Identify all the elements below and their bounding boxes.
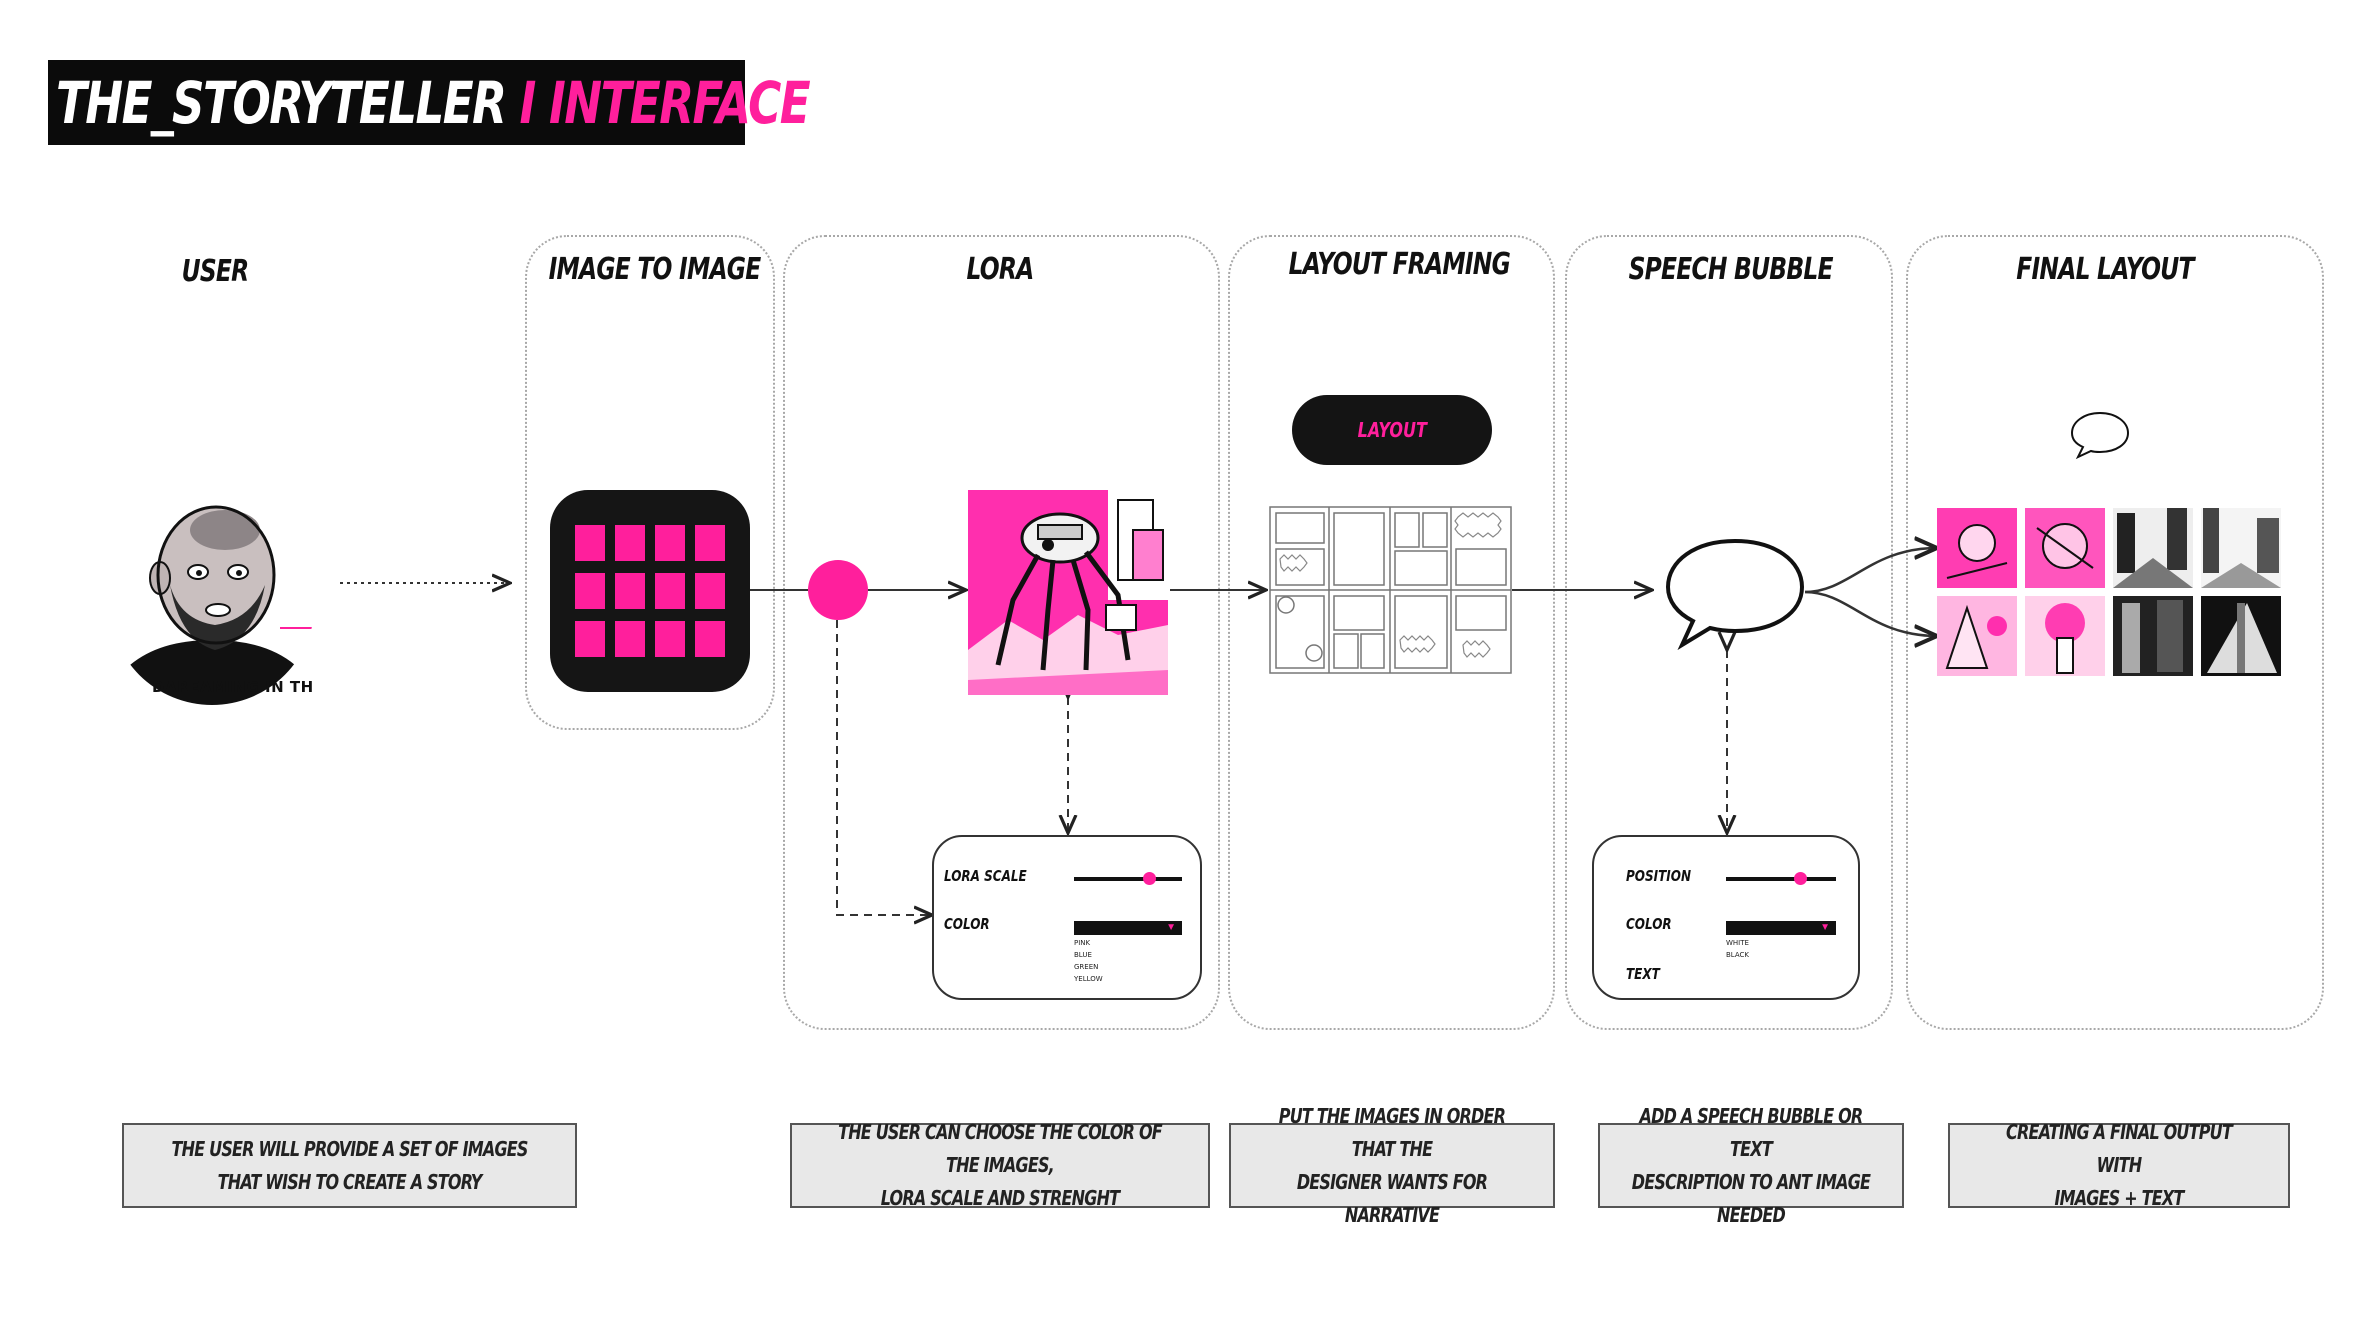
- speech-controls-panel: POSITION COLOR ▼ WHITE BLACK TEXT: [1592, 835, 1860, 1000]
- speech-color-option[interactable]: WHITE: [1726, 939, 1749, 947]
- thumb-7: [2113, 596, 2193, 676]
- lora-color-dropdown[interactable]: ▼: [1074, 921, 1182, 935]
- user-avatar: DAREAMING IN TH: [100, 490, 330, 705]
- thumb-2: [2025, 508, 2105, 588]
- thumb-5: [1937, 596, 2017, 676]
- text-label: TEXT: [1626, 965, 1660, 983]
- caption-user: THE USER WILL PROVIDE A SET OF IMAGES TH…: [122, 1123, 577, 1208]
- chevron-down-icon: ▼: [1166, 922, 1176, 933]
- chevron-down-icon: ▼: [1820, 922, 1830, 933]
- lora-controls-panel: LORA SCALE COLOR ▼ PINK BLUE GREEN YELLO…: [932, 835, 1202, 1000]
- user-portrait-illustration: [109, 499, 315, 705]
- caption-final-text: CREATING A FINAL OUTPUT WITH IMAGES + TE…: [2006, 1120, 2233, 1210]
- speech-color-dropdown[interactable]: ▼: [1726, 921, 1836, 935]
- panel-image-to-image: [525, 235, 775, 730]
- thumb-3: [2113, 508, 2193, 588]
- final-thumbnail-grid: [1937, 508, 2287, 678]
- speech-color-options: WHITE BLACK: [1726, 937, 1749, 961]
- lora-scale-slider-thumb[interactable]: [1143, 872, 1157, 885]
- caption-layout-text: PUT THE IMAGES IN ORDER THAT THE DESIGNE…: [1278, 1103, 1506, 1227]
- lora-color-option[interactable]: YELLOW: [1074, 975, 1103, 983]
- speech-bubble-icon[interactable]: [1660, 535, 1810, 650]
- thumb-4: [2201, 508, 2281, 588]
- lora-node-dot[interactable]: [808, 560, 868, 620]
- thumb-6: [2025, 596, 2105, 676]
- position-label: POSITION: [1626, 867, 1691, 885]
- panel-lora: [783, 235, 1220, 1030]
- final-speech-bubble-icon: [2070, 411, 2130, 460]
- arrow-bubble-to-final-bottom: [1804, 590, 1937, 636]
- lora-output-image: [968, 490, 1168, 695]
- position-slider[interactable]: [1726, 872, 1836, 885]
- heading-user: USER: [181, 254, 250, 289]
- arrow-bubble-to-final-top: [1804, 548, 1937, 594]
- lora-scale-slider[interactable]: [1074, 872, 1182, 885]
- arrow-node-to-controls: [836, 620, 932, 915]
- panel-layout-framing: [1228, 235, 1555, 1030]
- layout-button-label: LAYOUT: [1357, 418, 1427, 442]
- heading-final-layout: FINAL LAYOUT: [2016, 252, 2194, 287]
- caption-lora-text: THE USER CAN CHOOSE THE COLOR OF THE IMA…: [838, 1120, 1163, 1210]
- title-part-2: I INTERFACE: [519, 68, 811, 137]
- lora-color-options: PINK BLUE GREEN YELLOW: [1074, 937, 1103, 985]
- caption-layout: PUT THE IMAGES IN ORDER THAT THE DESIGNE…: [1229, 1104, 1555, 1227]
- heading-speech-bubble: SPEECH BUBBLE: [1628, 252, 1834, 287]
- portrait-caption: DAREAMING IN TH: [152, 678, 314, 696]
- heading-image-to-image: IMAGE TO IMAGE: [548, 252, 762, 287]
- layout-frame-grid: [1269, 506, 1512, 674]
- caption-lora: THE USER CAN CHOOSE THE COLOR OF THE IMA…: [790, 1120, 1210, 1210]
- title-bar: THE_STORYTELLER I INTERFACE: [48, 60, 811, 145]
- caption-speech-text: ADD A SPEECH BUBBLE OR TEXT DESCRIPTION …: [1631, 1103, 1871, 1227]
- heading-lora: LORA: [966, 252, 1035, 287]
- title-part-1: THE_STORYTELLER: [56, 68, 507, 137]
- image-grid-icon[interactable]: [550, 490, 750, 692]
- lora-scale-label: LORA SCALE: [944, 867, 1027, 885]
- thumb-1: [1937, 508, 2017, 588]
- heading-layout-framing: LAYOUT FRAMING: [1288, 247, 1511, 282]
- page-title: THE_STORYTELLER I INTERFACE: [56, 68, 811, 137]
- lora-color-option[interactable]: GREEN: [1074, 963, 1099, 971]
- thumb-8: [2201, 596, 2281, 676]
- lora-color-label: COLOR: [944, 915, 990, 933]
- speech-color-option[interactable]: BLACK: [1726, 951, 1750, 959]
- position-slider-thumb[interactable]: [1794, 872, 1808, 885]
- caption-final: CREATING A FINAL OUTPUT WITH IMAGES + TE…: [1948, 1120, 2290, 1210]
- lora-color-option[interactable]: PINK: [1074, 939, 1091, 947]
- lora-color-option[interactable]: BLUE: [1074, 951, 1092, 959]
- panel-speech-bubble: [1565, 235, 1893, 1030]
- layout-button[interactable]: LAYOUT: [1292, 395, 1492, 465]
- caption-speech: ADD A SPEECH BUBBLE OR TEXT DESCRIPTION …: [1598, 1104, 1904, 1227]
- caption-user-text: THE USER WILL PROVIDE A SET OF IMAGES TH…: [171, 1136, 528, 1194]
- speech-color-label: COLOR: [1626, 915, 1672, 933]
